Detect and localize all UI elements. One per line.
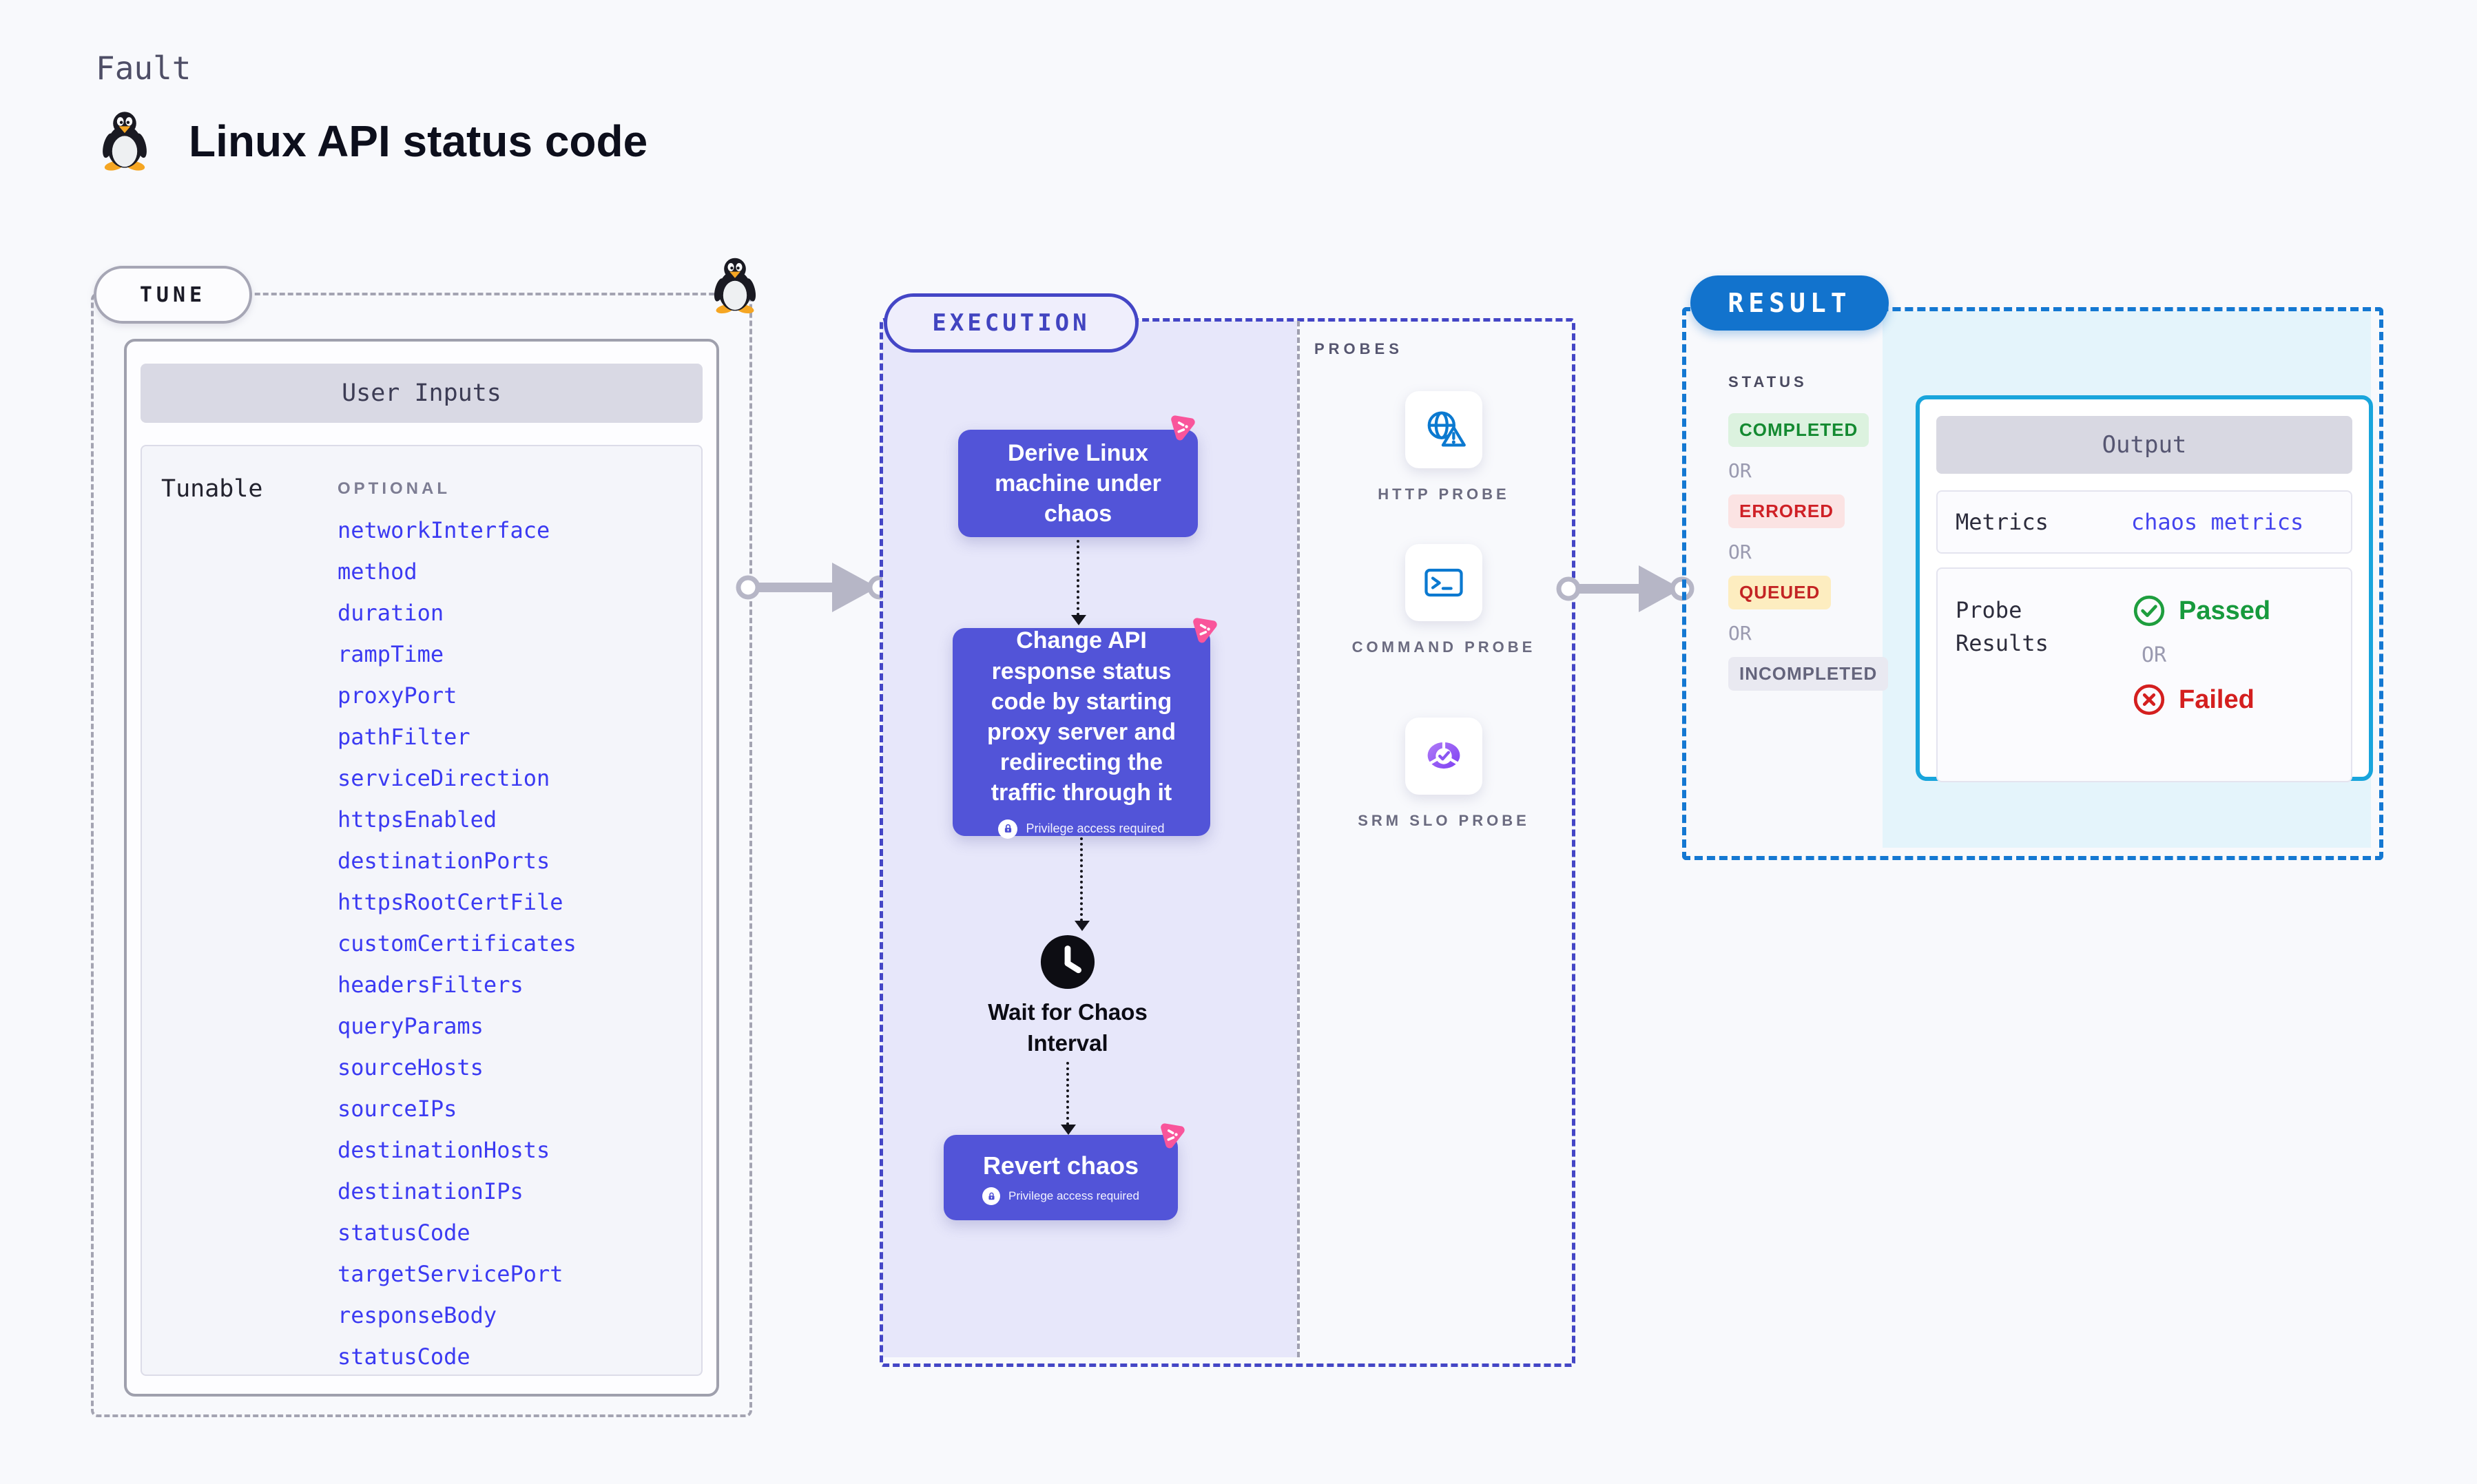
status-badge-completed: COMPLETED — [1728, 413, 1869, 447]
lock-icon — [982, 1187, 1001, 1206]
tunable-link[interactable]: headersFilters — [338, 972, 524, 998]
tunable-link[interactable]: targetServicePort — [338, 1261, 563, 1287]
slo-donut-check-icon — [1427, 740, 1460, 769]
tunable-link[interactable]: customCertificates — [338, 930, 577, 957]
or-separator: OR — [1728, 622, 1752, 645]
tune-to-execution-arrow — [736, 563, 892, 612]
output-header: Output — [1936, 416, 2352, 474]
tunable-row-label: Tunable — [161, 475, 263, 503]
probe-result-failed: Failed — [2132, 682, 2270, 717]
tunables-list: networkInterface method duration rampTime pr… — [338, 510, 577, 1377]
optional-column-label: OPTIONAL — [338, 479, 450, 498]
user-inputs-card: User Inputs Tunable OPTIONAL networkInte… — [124, 339, 719, 1397]
passed-label: Passed — [2179, 596, 2271, 625]
status-badge-queued: QUEUED — [1728, 576, 1832, 609]
page-kicker: Fault — [96, 50, 191, 87]
tunable-link[interactable]: statusCode — [338, 1344, 470, 1370]
tunable-link[interactable]: duration — [338, 600, 444, 626]
tunable-link[interactable]: rampTime — [338, 641, 444, 667]
tunable-link[interactable]: queryParams — [338, 1013, 484, 1039]
linux-tux-icon — [101, 109, 149, 171]
passed-check-icon — [2133, 595, 2165, 627]
probes-divider — [1297, 321, 1300, 1357]
tune-section-label: TUNE — [94, 266, 252, 324]
tunables-panel: Tunable OPTIONAL networkInterface method d… — [141, 445, 703, 1376]
metrics-row: Metrics chaos metrics — [1936, 490, 2352, 554]
node-label: Revert chaos — [982, 1151, 1139, 1180]
privilege-label: Privilege access required — [1008, 1189, 1139, 1203]
chaos-badge-icon — [1156, 1120, 1186, 1150]
chaos-badge-icon — [1166, 412, 1196, 442]
page-title: Linux API status code — [189, 116, 648, 166]
status-badge-errored: ERRORED — [1728, 494, 1845, 528]
result-section-label: RESULT — [1690, 275, 1889, 331]
linux-tux-icon-small — [712, 252, 758, 317]
wait-for-chaos-label: Wait for Chaos Interval — [988, 999, 1148, 1056]
chaos-metrics-link[interactable]: chaos metrics — [2131, 509, 2304, 535]
tunable-link[interactable]: method — [338, 558, 417, 585]
probes-to-result-arrow — [1556, 565, 1694, 612]
output-card: Output Metrics chaos metrics Probe Resul… — [1916, 395, 2373, 782]
tunable-link[interactable]: sourceHosts — [338, 1054, 484, 1080]
probe-result-passed: Passed — [2132, 594, 2270, 628]
user-inputs-header: User Inputs — [141, 364, 703, 423]
tunable-link[interactable]: proxyPort — [338, 682, 457, 709]
chaos-badge-icon — [1188, 614, 1219, 645]
probe-results-row: Probe Results Passed OR Failed — [1936, 567, 2352, 782]
tunable-link[interactable]: networkInterface — [338, 517, 550, 543]
probe-label-srm-slo: SRM SLO PROBE — [1358, 812, 1530, 829]
metrics-label: Metrics — [1956, 509, 2049, 535]
execution-section-label: EXECUTION — [884, 293, 1139, 353]
globe-alert-icon — [1427, 411, 1466, 447]
flow-node-revert: Revert chaos Privilege access required — [944, 1135, 1178, 1220]
privilege-label: Privilege access required — [1026, 822, 1165, 836]
probe-card-http — [1405, 391, 1482, 468]
tunable-link[interactable]: statusCode — [338, 1220, 470, 1246]
flow-connector — [1071, 540, 1086, 625]
node-label: Derive Linux machine under chaos — [995, 439, 1161, 527]
execution-section-border — [880, 318, 1575, 1367]
tunable-link[interactable]: destinationIPs — [338, 1178, 524, 1204]
probe-card-srm-slo — [1405, 718, 1482, 795]
or-separator: OR — [1728, 541, 1752, 563]
tunable-link[interactable]: httpsEnabled — [338, 806, 497, 833]
tunable-link[interactable]: httpsRootCertFile — [338, 889, 563, 915]
probe-label-http: HTTP PROBE — [1378, 485, 1510, 503]
or-separator: OR — [1728, 459, 1752, 482]
result-status-label: STATUS — [1728, 373, 1807, 390]
flow-connector — [1061, 1062, 1076, 1135]
tunable-link[interactable]: serviceDirection — [338, 765, 550, 791]
failed-label: Failed — [2179, 684, 2255, 714]
failed-x-icon — [2133, 684, 2165, 715]
probes-section-label: PROBES — [1314, 340, 1403, 357]
tunable-link[interactable]: destinationHosts — [338, 1137, 550, 1163]
tunable-link[interactable]: pathFilter — [338, 724, 470, 750]
probe-label-command: COMMAND PROBE — [1351, 638, 1536, 656]
tunable-link[interactable]: sourceIPs — [338, 1096, 457, 1122]
status-badge-incompleted: INCOMPLETED — [1728, 657, 1889, 691]
tune-section-border — [91, 293, 752, 1417]
node-label: Change API response status code by start… — [986, 627, 1177, 806]
flow-node-derive: Derive Linux machine under chaos — [958, 430, 1198, 537]
clock-icon — [1040, 934, 1095, 990]
terminal-icon — [1424, 568, 1463, 597]
result-section-border — [1682, 307, 2383, 860]
or-separator: OR — [2142, 643, 2167, 667]
probe-results-label: Probe Results — [1956, 597, 2049, 656]
tunable-link[interactable]: destinationPorts — [338, 848, 550, 874]
flow-connector — [1075, 837, 1090, 931]
flow-node-change: Change API response status code by start… — [953, 627, 1210, 839]
status-list: COMPLETED OR ERRORED OR QUEUED OR INCOMPLETED — [1728, 413, 1889, 691]
probe-card-command — [1405, 544, 1482, 621]
lock-icon — [998, 819, 1018, 839]
tunable-link[interactable]: responseBody — [338, 1302, 497, 1328]
